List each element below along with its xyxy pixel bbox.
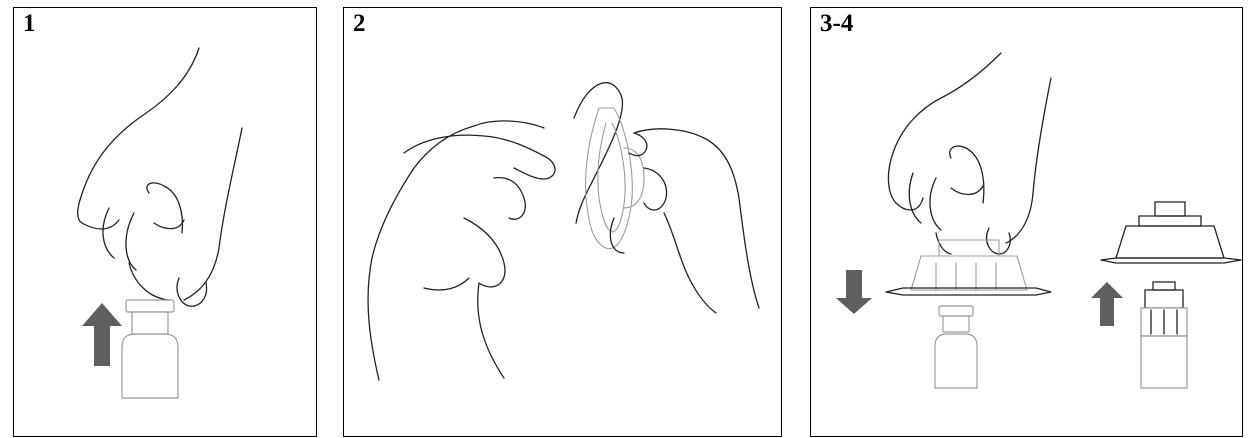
hand-icon — [78, 48, 242, 306]
down-arrow-icon — [836, 270, 872, 314]
left-hand-icon — [368, 121, 555, 380]
vial-icon — [935, 306, 977, 388]
step-2-illustration — [344, 8, 783, 438]
vial-adapter-icon — [886, 240, 1051, 295]
up-arrow-icon — [82, 303, 122, 366]
hand-icon — [888, 53, 1051, 254]
step-3-4-illustration — [811, 8, 1244, 438]
assembled-vial-icon — [1141, 282, 1187, 388]
blister-pack-icon — [574, 83, 644, 249]
right-hand-icon — [610, 129, 759, 313]
up-arrow-icon — [1091, 282, 1123, 326]
step-panel-2: 2 — [343, 7, 782, 437]
step-panel-3-4: 3-4 — [810, 7, 1243, 437]
step-panel-1: 1 — [13, 7, 317, 437]
vial-adapter-icon — [1101, 202, 1241, 263]
step-1-illustration — [14, 8, 318, 438]
vial-icon — [122, 300, 178, 398]
